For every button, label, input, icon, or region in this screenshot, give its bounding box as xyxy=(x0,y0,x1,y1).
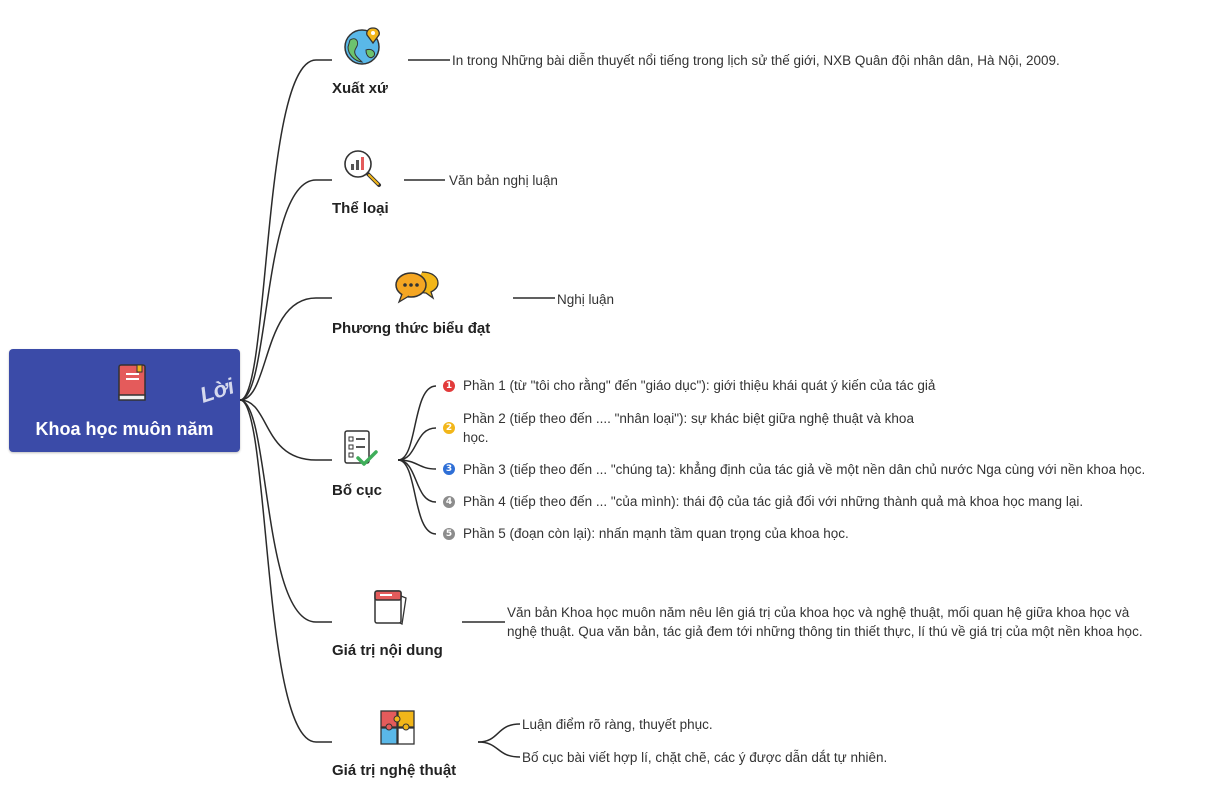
number-badge-5: 5 xyxy=(443,528,455,540)
topic-phuong-thuc[interactable]: Phương thức biểu đạt xyxy=(332,320,491,337)
notebook-icon xyxy=(374,590,407,625)
leaf-the-loai[interactable]: Văn bản nghị luận xyxy=(449,173,558,188)
number-badge-2: 2 xyxy=(443,422,455,434)
bo-cuc-item-5[interactable]: Phần 5 (đoạn còn lại): nhấn mạnh tầm qua… xyxy=(463,526,849,541)
number-badge-3: 3 xyxy=(443,463,455,475)
topic-bo-cuc[interactable]: Bố cục xyxy=(332,482,383,499)
central-topic[interactable]: Khoa học muôn năm xyxy=(9,349,240,452)
topic-the-loai[interactable]: Thể loại xyxy=(332,200,389,217)
speech-bubbles-icon xyxy=(395,271,439,304)
bo-cuc-item-2-cont: học. xyxy=(463,430,489,445)
checklist-icon xyxy=(344,430,378,466)
puzzle-icon xyxy=(380,710,415,745)
globe-pin-icon xyxy=(344,27,380,65)
topic-gia-tri-noi-dung[interactable]: Giá trị nội dung xyxy=(332,642,443,659)
leaf-phuong-thuc[interactable]: Nghị luận xyxy=(557,292,615,307)
bo-cuc-item-2[interactable]: Phần 2 (tiếp theo đến .... "nhân loại"):… xyxy=(463,411,914,426)
leaf-noi-dung-line-2: nghệ thuật. Qua văn bản, tác giả đem tới… xyxy=(507,624,1143,639)
number-badge-4: 4 xyxy=(443,496,455,508)
nghe-thuat-item-2[interactable]: Bố cục bài viết hợp lí, chặt chẽ, các ý … xyxy=(522,750,888,765)
leaf-xuat-xu[interactable]: In trong Những bài diễn thuyết nổi tiếng… xyxy=(452,53,1060,68)
central-title: Khoa học muôn năm xyxy=(35,419,214,439)
nghe-thuat-item-1[interactable]: Luận điểm rõ ràng, thuyết phục. xyxy=(522,717,713,732)
book-icon xyxy=(118,364,146,401)
topic-gia-tri-nghe-thuat[interactable]: Giá trị nghệ thuật xyxy=(332,762,457,779)
bo-cuc-item-4[interactable]: Phần 4 (tiếp theo đến ... "của mình): th… xyxy=(463,494,1084,509)
topic-xuat-xu[interactable]: Xuất xứ xyxy=(332,80,388,97)
bo-cuc-item-3[interactable]: Phần 3 (tiếp theo đến ... "chúng ta): kh… xyxy=(463,462,1146,477)
leaf-noi-dung-line-1[interactable]: Văn bản Khoa học muôn năm nêu lên giá tr… xyxy=(507,605,1130,620)
number-badge-1: 1 xyxy=(443,380,455,392)
bo-cuc-item-1[interactable]: Phần 1 (từ "tôi cho rằng" đến "giáo dục"… xyxy=(463,378,936,393)
magnifier-chart-icon xyxy=(344,150,381,187)
